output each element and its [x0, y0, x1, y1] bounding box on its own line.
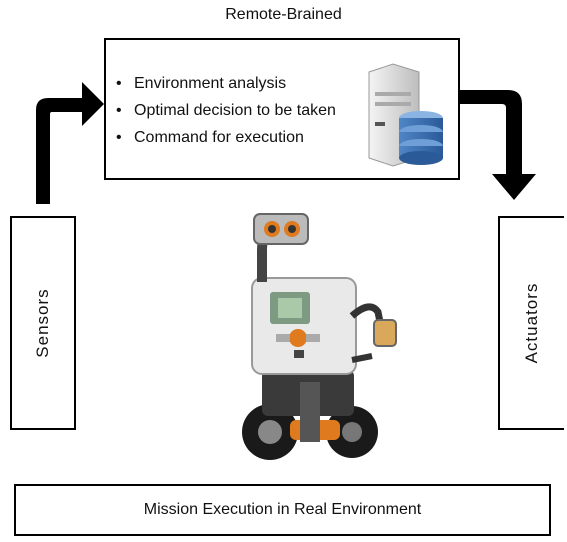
sensors-label: Sensors: [33, 288, 52, 358]
bullet-optimal-decision: •Optimal decision to be taken: [116, 102, 336, 119]
bullet-environment-analysis: •Environment analysis: [116, 75, 287, 92]
arrow-brain-to-actuators: [460, 90, 536, 200]
diagram-title: Remote-Brained: [225, 6, 342, 23]
actuators-box: Actuators: [498, 216, 564, 430]
robot-image: [242, 213, 397, 460]
bullet-command-execution: •Command for execution: [116, 129, 304, 146]
remote-brain-box: •Environment analysis •Optimal decision …: [104, 38, 460, 180]
server-database-icon: [368, 63, 443, 167]
brain-bullet-list: •Environment analysis •Optimal decision …: [116, 70, 336, 151]
mission-label: Mission Execution in Real Environment: [143, 501, 422, 518]
sensors-box: Sensors: [10, 216, 76, 430]
actuators-label: Actuators: [522, 282, 541, 364]
mission-box: Mission Execution in Real Environment: [14, 484, 551, 536]
arrow-sensors-to-brain: [36, 82, 104, 204]
